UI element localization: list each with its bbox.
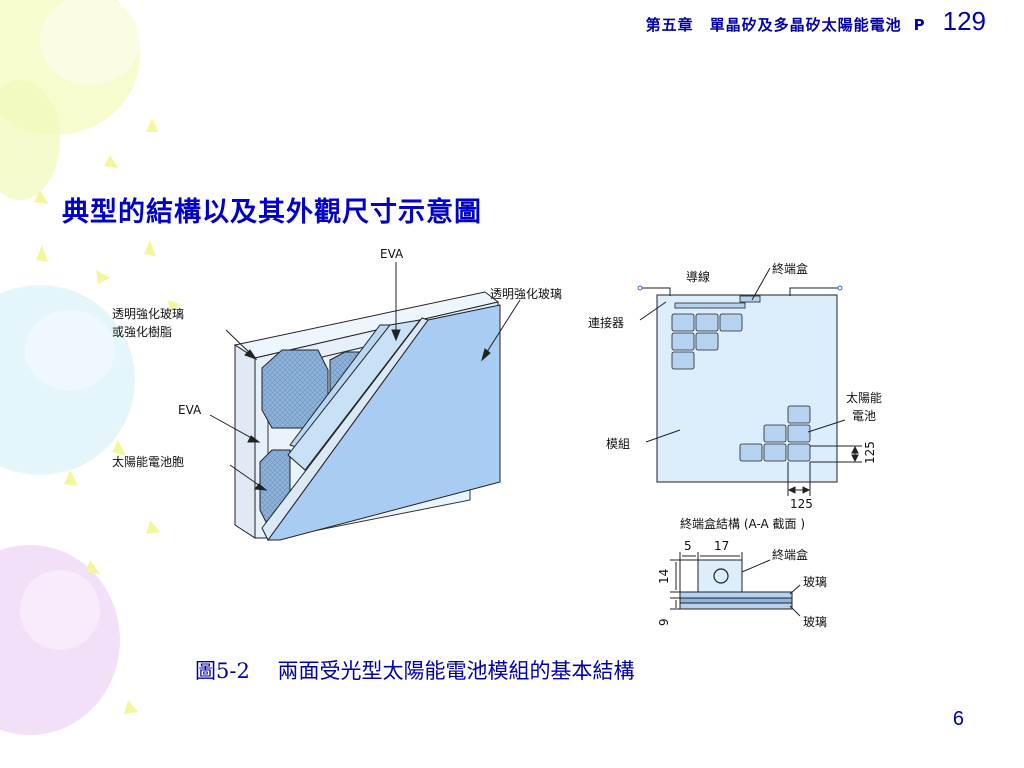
label-wire: 導線 xyxy=(686,269,710,284)
dim-17: 17 xyxy=(714,539,729,553)
dim-125-horizontal: 125 xyxy=(790,497,813,511)
label-glass-b: 玻璃 xyxy=(803,615,827,629)
dim-125-vertical: 125 xyxy=(863,441,877,464)
module-3d-view xyxy=(233,291,501,541)
front-glass-leader xyxy=(484,299,521,356)
label-solar-cell-1: 太陽能 xyxy=(846,390,882,405)
balloon-blue-highlight xyxy=(25,310,115,390)
label-solar-cell-2: 電池 xyxy=(852,409,876,423)
balloon-highlight xyxy=(40,0,140,85)
section-title: 終端盒結構 (A-A 截面 ) xyxy=(680,516,805,531)
slide-page-number: 6 xyxy=(952,708,964,730)
label-solar-cell-chip: 太陽能電池胞 xyxy=(112,454,184,469)
busbar xyxy=(674,302,746,309)
page-label: P xyxy=(913,16,925,34)
label-eva-top: EVA xyxy=(380,247,404,261)
cell-leader xyxy=(229,464,264,489)
junction-box-top xyxy=(739,295,761,303)
figure-caption: 圖5-2 兩面受光型太陽能電池模組的基本結構 xyxy=(195,659,635,683)
module-leader xyxy=(645,429,681,443)
sparkles xyxy=(34,118,180,714)
label-back-glass-1: 透明強化玻璃 xyxy=(112,307,184,321)
eva-left-leader xyxy=(209,414,256,441)
balloon-yellow-left xyxy=(0,80,60,200)
slide-title: 典型的結構以及其外觀尺寸示意圖 xyxy=(62,197,482,228)
left-leaders xyxy=(209,262,521,491)
junction-box-body xyxy=(697,559,743,593)
glass-layer-b xyxy=(679,602,793,610)
label-front-glass: 透明強化玻璃 xyxy=(490,287,562,301)
cell-group-bottom xyxy=(739,405,811,462)
cell-group-top xyxy=(671,313,743,370)
wire-left xyxy=(640,287,671,296)
dim-14: 14 xyxy=(657,569,671,584)
solar-cell-leader xyxy=(807,419,846,433)
book-page-number: 129 xyxy=(942,6,986,36)
dim-125-v-extension xyxy=(810,445,862,463)
slide-header: 第五章 單晶矽及多晶矽太陽能電池 P 129 xyxy=(646,6,986,37)
section-dimensions xyxy=(670,552,801,617)
label-junction-box: 終端盒 xyxy=(772,261,808,276)
dim-5: 5 xyxy=(684,539,692,553)
balloon-purple-highlight xyxy=(20,570,100,650)
wire-right xyxy=(789,287,840,296)
junction-box-section xyxy=(670,552,801,617)
label-junction-box-section: 終端盒 xyxy=(772,547,808,562)
junction-box-leader xyxy=(751,267,771,301)
dim-125-h-extension xyxy=(787,462,811,496)
label-back-glass-2: 或強化樹脂 xyxy=(112,324,172,339)
cell-layer xyxy=(679,597,793,604)
connector-left-icon xyxy=(637,285,643,291)
connector-leader xyxy=(639,301,667,321)
junction-box-terminal-icon xyxy=(713,568,729,584)
label-module: 模組 xyxy=(606,437,630,451)
glass-layer-a xyxy=(679,591,793,599)
dim-9: 9 xyxy=(657,618,671,626)
connector-right-icon xyxy=(837,285,843,291)
label-connector: 連接器 xyxy=(588,315,624,330)
top-view-leaders xyxy=(639,267,862,496)
front-glass-edge xyxy=(261,317,429,541)
label-glass-a: 玻璃 xyxy=(803,575,827,589)
label-eva-left: EVA xyxy=(178,403,202,417)
module-top-view xyxy=(637,267,862,496)
chapter-title: 第五章 單晶矽及多晶矽太陽能電池 xyxy=(645,16,902,34)
